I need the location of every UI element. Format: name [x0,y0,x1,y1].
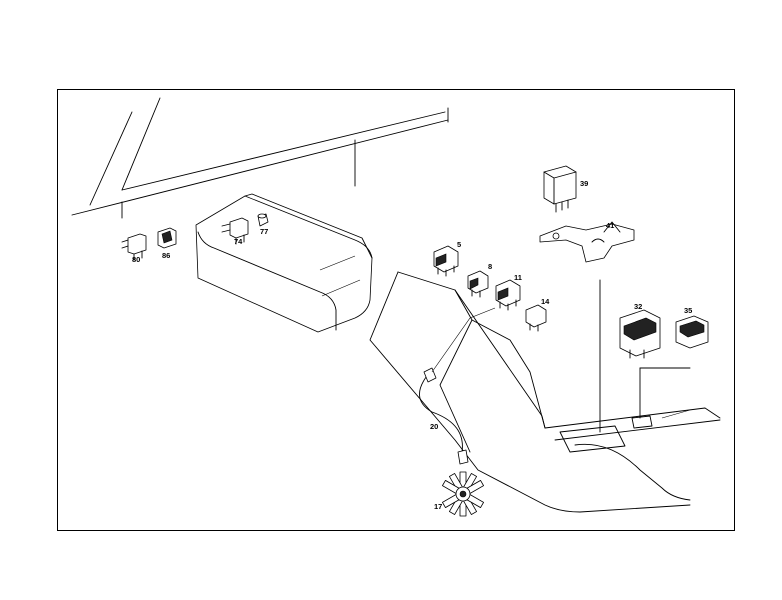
connector-part-80 [121,233,147,261]
connector-part-86 [157,227,177,249]
label-part-35: 35 [684,306,692,315]
relay-part-5 [433,245,459,277]
label-part-77: 77 [260,227,268,236]
label-part-14: 14 [541,297,550,306]
switch-part-32 [619,309,661,359]
label-part-32: 32 [634,302,642,311]
glove-box-housing [195,193,373,333]
label-part-86: 86 [162,251,170,260]
label-part-8: 8 [488,262,492,271]
connector-part-17 [442,471,484,517]
label-part-5: 5 [457,240,461,249]
label-part-39: 39 [580,179,588,188]
dashboard-outline [71,97,449,219]
label-part-74: 74 [234,237,243,246]
label-part-20: 20 [430,422,438,431]
relay-part-14 [525,304,547,332]
diagram-frame [57,89,735,531]
label-part-17: 17 [434,502,442,511]
part-labels: 5 8 11 14 17 20 32 35 39 41 74 77 80 86 [132,179,692,511]
connector-part-77 [257,213,269,227]
label-part-80: 80 [132,255,140,264]
center-console [369,271,721,513]
bracket-part-41 [539,221,635,263]
connector-part-74 [221,217,249,245]
relay-part-11 [495,279,521,311]
wire-part-20 [419,307,496,465]
relay-part-39 [543,165,577,213]
label-part-41: 41 [606,221,614,230]
label-part-11: 11 [514,273,522,282]
relay-part-8 [467,270,489,298]
switch-part-35 [675,315,709,349]
